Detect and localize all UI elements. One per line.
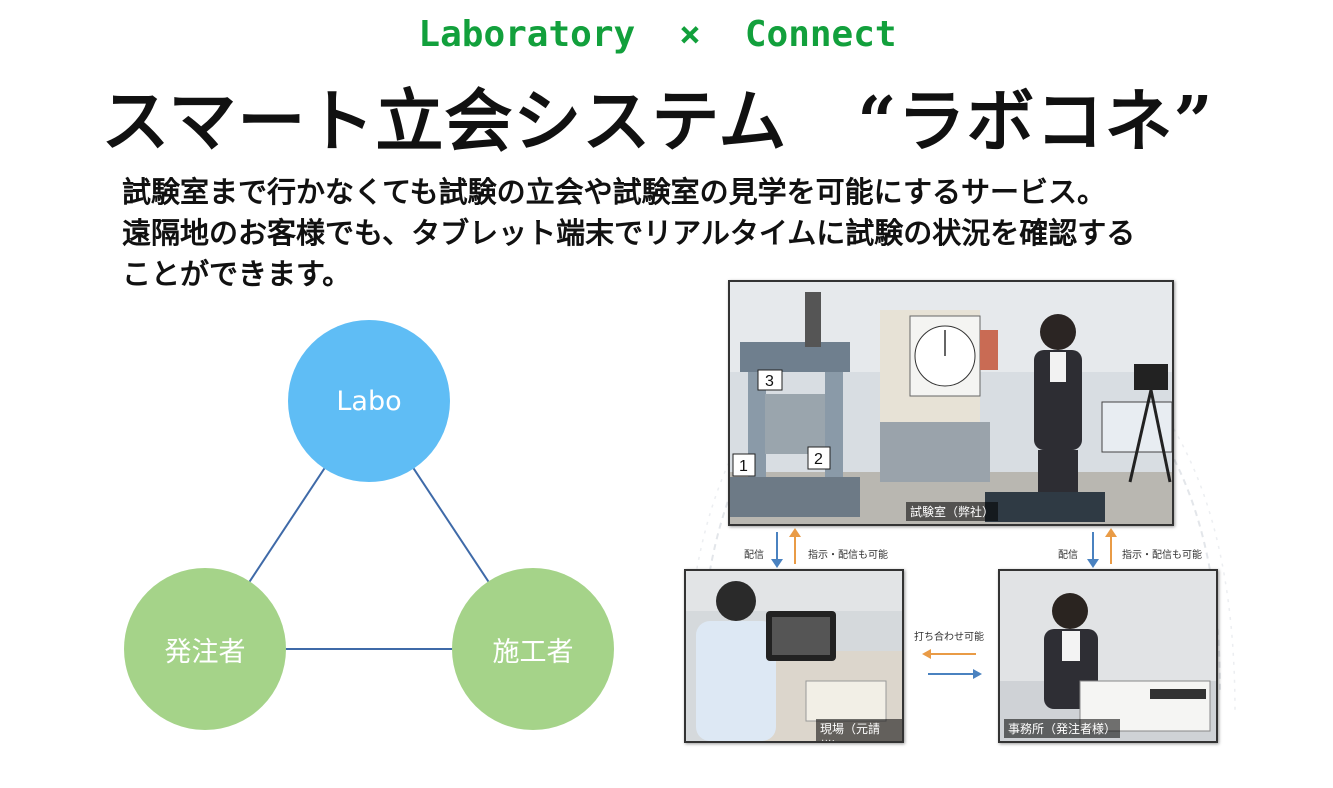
left-deliver-label: 配信 xyxy=(744,550,764,561)
relationship-diagram: Labo 発注者 施工者 xyxy=(110,318,630,738)
right-deliver-arrow xyxy=(1087,532,1099,568)
node-hacchusha: 発注者 xyxy=(124,568,286,730)
lab-photo: 3 1 2 試験室（弊社） xyxy=(728,280,1174,526)
node-hacchusha-label: 発注者 xyxy=(164,636,246,668)
service-description: 試験室まで行かなくても試験の立会や試験室の見学を可能にするサービス。 遠隔地のお… xyxy=(122,172,1302,295)
page-title: スマート立会システム “ラボコネ” xyxy=(0,66,1315,165)
node-labo: Labo xyxy=(288,320,450,482)
subtitle-laboratory: Laboratory xyxy=(418,14,636,55)
lab-scene-illustration: 3 1 2 xyxy=(730,282,1172,524)
left-deliver-arrow xyxy=(771,532,783,568)
description-line-2: 遠隔地のお客様でも、タブレット端末でリアルタイムに試験の状況を確認する xyxy=(122,216,1136,250)
lab-number-1: 1 xyxy=(739,458,748,475)
node-labo-label: Labo xyxy=(336,385,402,417)
photo-composite: 3 1 2 試験室（弊社） 配信 指示・配信 xyxy=(680,272,1240,752)
subtitle-connect: Connect xyxy=(744,14,897,55)
site-caption: 現場（元請様） xyxy=(816,719,902,741)
title-main: スマート立会システム xyxy=(101,82,788,162)
office-scene-illustration xyxy=(1000,571,1216,741)
lab-number-3: 3 xyxy=(765,373,774,390)
office-caption: 事務所（発注者様） xyxy=(1004,719,1121,738)
lab-caption: 試験室（弊社） xyxy=(906,502,999,521)
right-instruct-label: 指示・配信も可能 xyxy=(1122,550,1202,561)
left-instruct-label: 指示・配信も可能 xyxy=(808,550,888,561)
right-instruct-arrow xyxy=(1105,528,1117,564)
site-scene-illustration xyxy=(686,571,902,741)
lab-number-2: 2 xyxy=(814,451,823,468)
title-product-name: “ラボコネ” xyxy=(857,82,1214,162)
subtitle-times: × xyxy=(679,14,701,55)
right-deliver-label: 配信 xyxy=(1058,550,1078,561)
meeting-arrows xyxy=(922,649,982,679)
description-line-3: ことができます。 xyxy=(122,257,352,291)
description-line-1: 試験室まで行かなくても試験の立会や試験室の見学を可能にするサービス。 xyxy=(122,175,1106,209)
header-subtitle: Laboratory × Connect xyxy=(0,14,1315,55)
node-sekosha: 施工者 xyxy=(452,568,614,730)
node-sekosha-label: 施工者 xyxy=(492,636,574,668)
meeting-label: 打ち合わせ可能 xyxy=(914,632,984,643)
site-photo: 現場（元請様） xyxy=(684,569,904,743)
left-instruct-arrow xyxy=(789,528,801,564)
office-photo: 事務所（発注者様） xyxy=(998,569,1218,743)
